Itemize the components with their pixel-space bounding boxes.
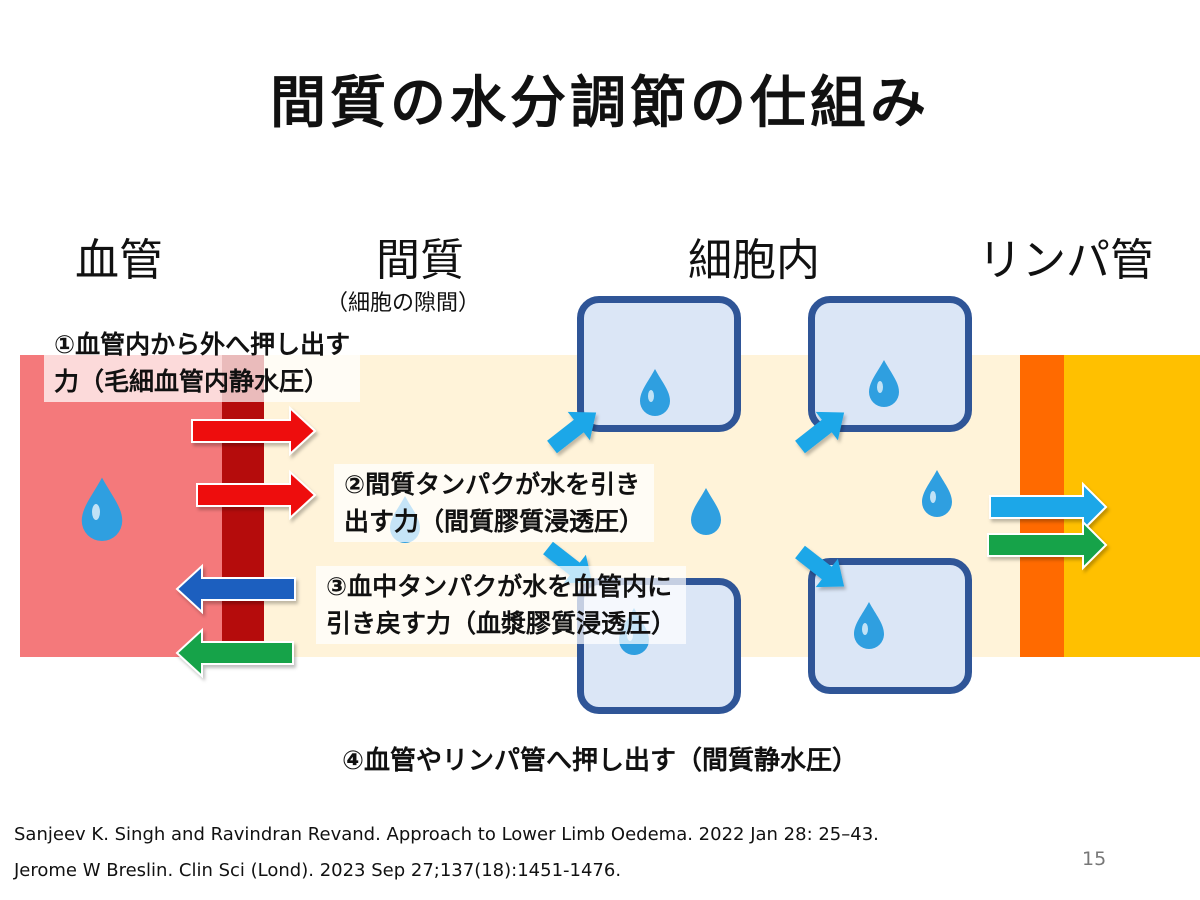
reference-1: Sanjeev K. Singh and Ravindran Revand. A… bbox=[14, 824, 879, 845]
force-3-line-2: 引き戻す力（血漿膠質浸透圧） bbox=[326, 609, 677, 638]
water-drop-icon bbox=[854, 602, 884, 649]
diagonal-arrow-icon bbox=[795, 411, 845, 454]
reference-2: Jerome W Breslin. Clin Sci (Lond). 2023 … bbox=[14, 860, 622, 881]
interstitium-heading: 間質 bbox=[376, 235, 464, 286]
green-arrow-icon bbox=[175, 627, 294, 679]
water-drop-icon bbox=[640, 369, 670, 416]
blue-arrow-icon bbox=[989, 481, 1108, 533]
force-2-line-2: 出す力（間質膠質浸透圧） bbox=[344, 507, 645, 536]
water-drop-icon bbox=[922, 470, 952, 517]
water-drop-icon bbox=[869, 360, 899, 407]
red-arrow-icon bbox=[191, 405, 317, 457]
water-drop-icon bbox=[81, 477, 123, 542]
page-number: 15 bbox=[1082, 848, 1107, 870]
green-arrow-icon bbox=[987, 519, 1108, 571]
force-3-label: ③血中タンパクが水を血管内に 引き戻す力（血漿膠質浸透圧） bbox=[316, 566, 687, 644]
red-arrow-icon bbox=[196, 469, 317, 521]
interstitium-note: （細胞の隙間） bbox=[326, 291, 481, 316]
cell-top-right bbox=[808, 296, 972, 432]
force-4-label: ④血管やリンパ管へ押し出す（間質静水圧） bbox=[341, 746, 858, 776]
force-3-line-1: ③血中タンパクが水を血管内に bbox=[326, 572, 673, 601]
diagonal-arrow-icon bbox=[795, 545, 845, 588]
vessel-heading: 血管 bbox=[75, 235, 163, 286]
intracellular-heading: 細胞内 bbox=[688, 235, 820, 286]
diagonal-arrow-icon bbox=[547, 411, 597, 454]
force-2-label: ②間質タンパクが水を引き 出す力（間質膠質浸透圧） bbox=[334, 464, 655, 542]
force-1-line-2: 力（毛細血管内静水圧） bbox=[54, 367, 330, 396]
navy-arrow-icon bbox=[175, 563, 296, 615]
blood-vessel-region bbox=[20, 355, 222, 657]
force-1-line-1: ①血管内から外へ押し出す bbox=[54, 330, 351, 359]
water-drop-icon bbox=[691, 488, 721, 535]
force-1-label: ①血管内から外へ押し出す 力（毛細血管内静水圧） bbox=[44, 324, 361, 402]
lymph-heading: リンパ管 bbox=[978, 235, 1154, 286]
force-2-line-1: ②間質タンパクが水を引き bbox=[344, 470, 641, 499]
slide-title: 間質の水分調節の仕組み bbox=[270, 71, 930, 136]
